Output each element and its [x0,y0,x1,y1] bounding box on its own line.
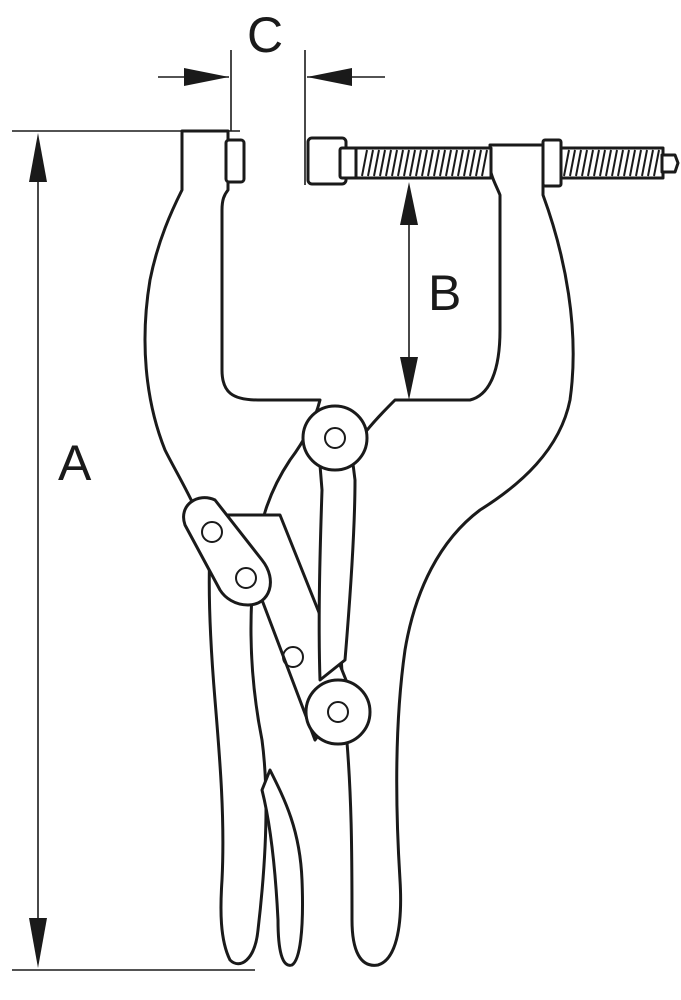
thread-line [397,149,404,177]
upper-pivot-pin [324,427,346,449]
thread-line [629,149,636,177]
screw-thread-left [361,149,488,177]
lower-pivot [304,678,372,746]
rivet-middle [235,567,257,589]
thread-line [451,149,458,177]
fixed-handle [333,143,575,967]
dimension-c-label: C [247,7,283,63]
fixed-jaw-pad [224,138,246,184]
thread-line [593,149,600,177]
release-lever [260,768,304,967]
dimension-a-bottom-arrow [29,918,47,968]
thread-line [581,149,588,177]
adjustment-screw [338,138,680,188]
thread-line [587,149,594,177]
thread-line [373,149,380,177]
thread-line [641,149,648,177]
thread-line [569,149,576,177]
dimension-c: C [158,7,385,185]
rivet-lower [282,646,304,668]
upper-pivot-roller [301,404,369,472]
screw-thread-right [563,149,660,177]
screw-tip [660,153,680,174]
thread-line [623,149,630,177]
thread-line [469,149,476,177]
thread-line [605,149,612,177]
thread-line [439,149,446,177]
dimension-b-label: B [428,265,461,321]
dimension-a-label: A [58,435,92,491]
dimension-b-top-arrow [400,182,418,225]
thread-line [463,149,470,177]
thread-line [635,149,642,177]
thread-line [433,149,440,177]
dimension-a: A [12,130,255,971]
dimension-b: B [400,182,461,400]
thread-line [457,149,464,177]
thread-line [409,149,416,177]
lock-nut [541,138,563,188]
rivet-upper [201,521,223,543]
thread-line [367,149,374,177]
thread-line [647,149,654,177]
upper-link [316,438,357,682]
thread-line [403,149,410,177]
dimension-c-left-arrow [184,68,229,86]
upper-pivot [301,404,369,472]
thread-line [563,149,570,177]
thread-line [421,149,428,177]
thread-line [427,149,434,177]
thread-line [653,149,660,177]
thread-line [385,149,392,177]
thread-line [445,149,452,177]
thread-line [475,149,482,177]
thread-line [379,149,386,177]
lower-pivot-pin [327,701,349,723]
lower-pivot-roller [304,678,372,746]
thread-line [617,149,624,177]
thread-line [599,149,606,177]
thread-line [391,149,398,177]
thread-line [611,149,618,177]
thread-line [481,149,488,177]
thread-line [361,149,368,177]
dimension-b-bottom-arrow [400,357,418,400]
dimension-c-right-arrow [307,68,352,86]
thread-line [575,149,582,177]
dimension-a-top-arrow [29,133,47,182]
thread-line [415,149,422,177]
